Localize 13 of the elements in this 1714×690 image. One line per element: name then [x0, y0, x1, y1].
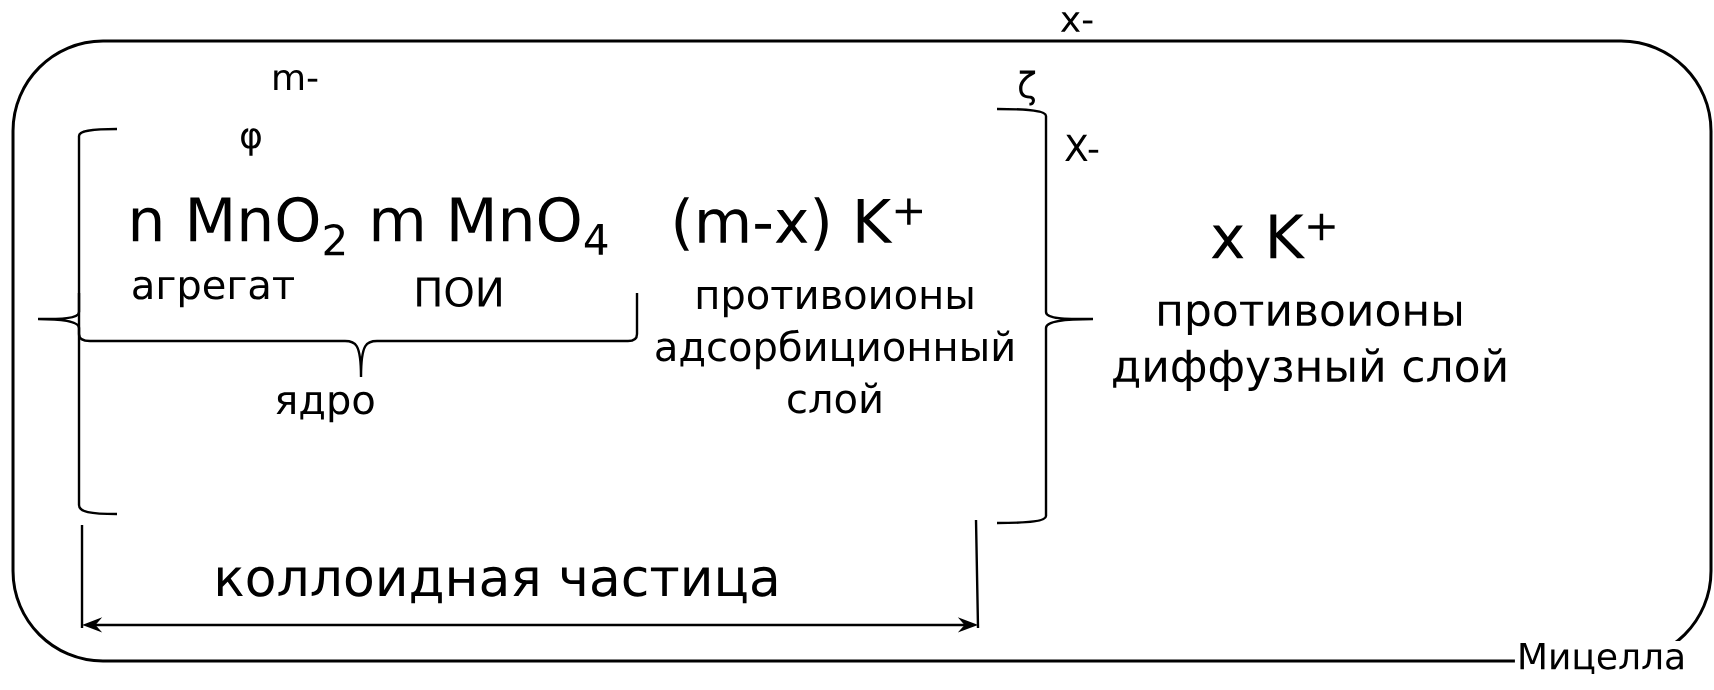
layer-label: агрегат — [133, 276, 294, 308]
charge-label: X- — [1065, 134, 1099, 162]
dimension-label: коллоидная частица — [218, 566, 777, 604]
potential-symbol: ζ — [1019, 70, 1036, 106]
layer-label: ядро — [276, 391, 374, 423]
layer-label: ПОИ — [417, 276, 501, 308]
layer-label: противоионы диффузный слой — [1113, 301, 1506, 391]
formula-text: x K$^{+}$ — [1211, 213, 1335, 259]
layer-label: противоионы адсорбиционный слой — [656, 286, 1013, 414]
potential-symbol: φ — [241, 128, 261, 156]
formula-text: (m-x) K$^{+}$ — [675, 197, 922, 251]
charge-label: m- — [274, 69, 318, 91]
formula-text: n MnO$_{2}$ m MnO$_{4}$ — [132, 196, 608, 256]
